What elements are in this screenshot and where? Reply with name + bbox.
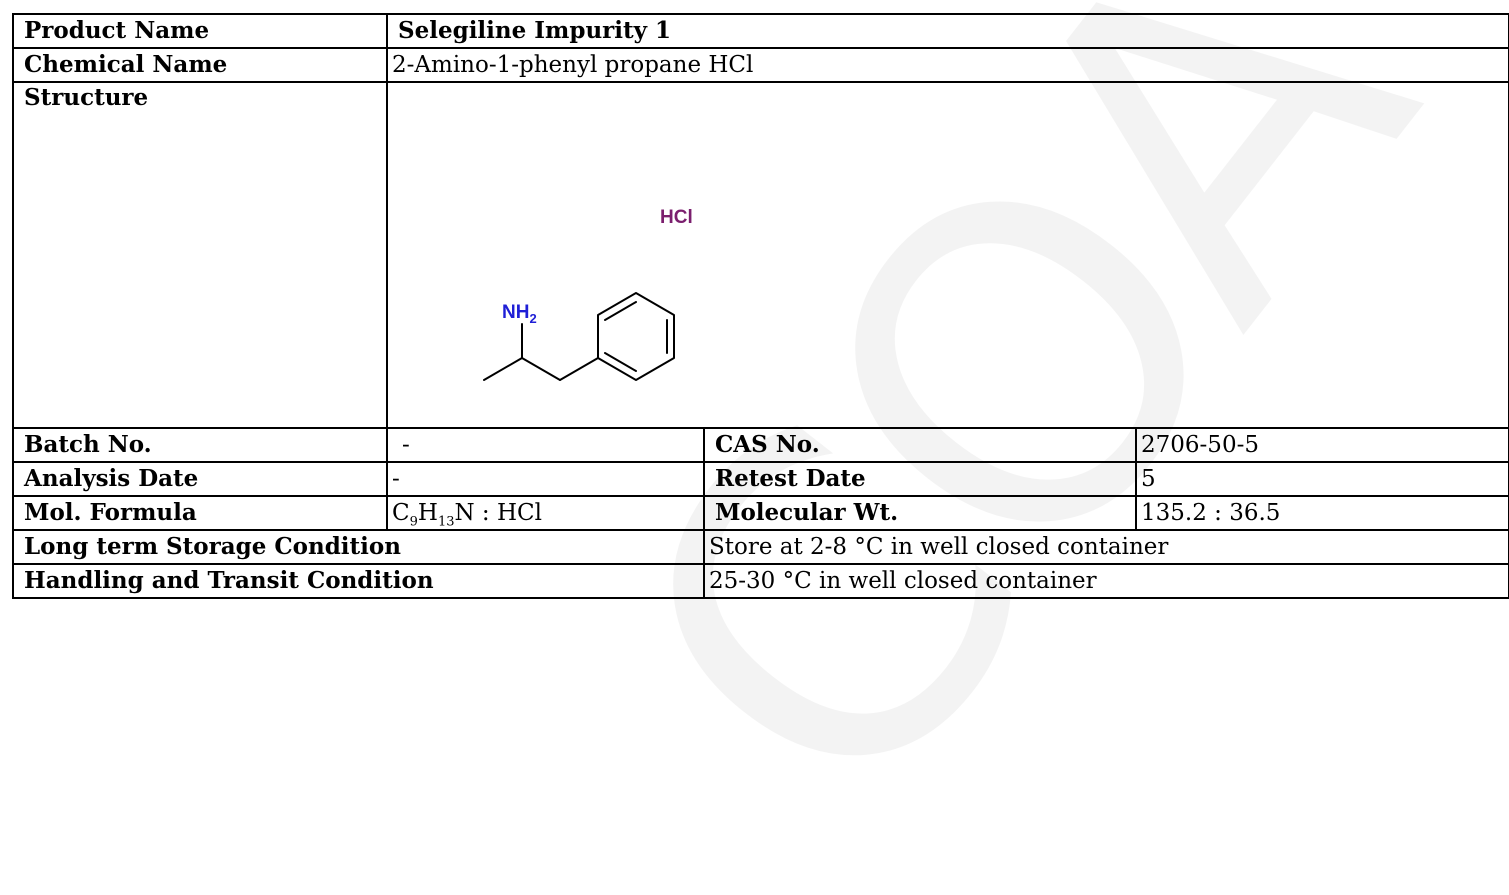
mol-formula-label: Mol. Formula [12, 495, 388, 531]
row-formula-weight: Mol. Formula C9H13N : HCl Molecular Wt. … [12, 495, 1509, 531]
retest-date-label: Retest Date [703, 461, 1137, 497]
benzene-ring [597, 292, 675, 381]
coa-table: Product Name Selegiline Impurity 1 Chemi… [12, 13, 1509, 599]
formula-remainder: N : HCl [454, 500, 543, 526]
formula-hydrogen: H [417, 500, 438, 526]
ring-double-bond-3 [604, 352, 637, 372]
storage-condition-value: Store at 2-8 °C in well closed container [702, 529, 1509, 565]
product-name-label: Product Name [12, 13, 388, 49]
analysis-date-label: Analysis Date [12, 461, 388, 497]
retest-date-value: 5 [1134, 461, 1509, 497]
chemical-name-value: 2-Amino-1-phenyl propane HCl [385, 47, 1509, 83]
chemical-name-label: Chemical Name [12, 47, 388, 83]
chemical-structure-drawing: HCl NH2 [483, 207, 693, 381]
handling-condition-label: Handling and Transit Condition [12, 563, 705, 599]
analysis-date-value: - [386, 461, 705, 497]
row-structure: Structure HCl NH2 [12, 81, 1509, 429]
ring-double-bond-1 [604, 301, 637, 321]
storage-condition-label: Long term Storage Condition [12, 529, 705, 565]
row-handling: Handling and Transit Condition 25-30 °C … [12, 563, 1509, 599]
row-analysis-retest: Analysis Date - Retest Date 5 [12, 461, 1509, 497]
cas-no-label: CAS No. [703, 427, 1137, 463]
formula-hydrogen-count: 13 [437, 514, 455, 530]
batch-no-label: Batch No. [12, 427, 388, 463]
structure-label: Structure [12, 81, 388, 429]
product-name-value: Selegiline Impurity 1 [385, 13, 1509, 49]
batch-no-value: - [386, 427, 705, 463]
molecule-bonds [483, 292, 675, 381]
row-storage: Long term Storage Condition Store at 2-8… [12, 529, 1509, 565]
row-product-name: Product Name Selegiline Impurity 1 [12, 13, 1509, 49]
row-batch-cas: Batch No. - CAS No. 2706-50-5 [12, 427, 1509, 463]
cas-no-value: 2706-50-5 [1134, 427, 1509, 463]
hcl-salt-label: HCl [660, 207, 693, 228]
structure-drawing-cell: HCl NH2 [385, 81, 1509, 429]
handling-condition-value: 25-30 °C in well closed container [702, 563, 1509, 599]
row-chemical-name: Chemical Name 2-Amino-1-phenyl propane H… [12, 47, 1509, 83]
amine-group-label: NH2 [502, 302, 537, 326]
formula-carbon: C [392, 500, 410, 526]
formula-carbon-count: 9 [409, 514, 418, 530]
molecular-weight-value: 135.2 : 36.5 [1134, 495, 1509, 531]
amine-nh-text: NH [502, 302, 529, 323]
amine-subscript: 2 [529, 311, 536, 326]
ch-ch2-bond [521, 357, 561, 381]
mol-formula-value: C9H13N : HCl [386, 495, 705, 531]
molecular-weight-label: Molecular Wt. [703, 495, 1137, 531]
ch2-ring-bond [559, 357, 599, 381]
methyl-bond [483, 357, 523, 381]
